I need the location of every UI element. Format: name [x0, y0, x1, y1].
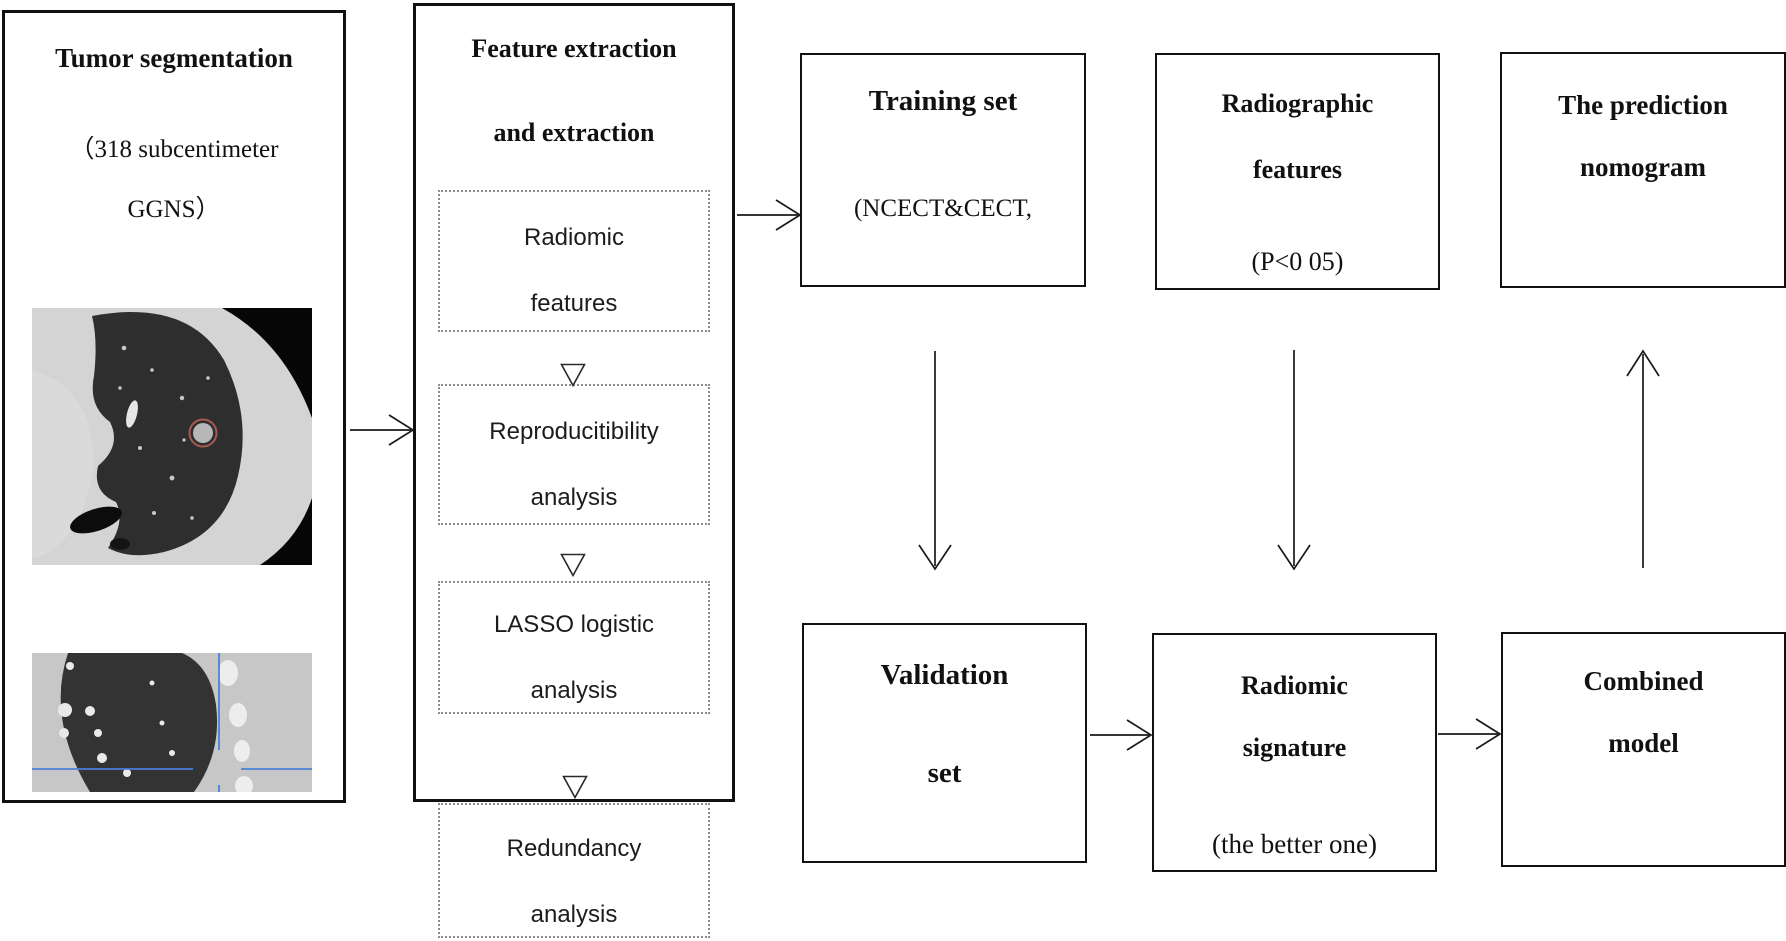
step-redundancy-analysis: Redundancy analysis — [438, 803, 710, 938]
arrow-signature-to-combined — [1438, 718, 1502, 750]
tumor-box-subtitle-line1: （318 subcentimeter — [69, 136, 279, 163]
combined-box-line2: model — [1608, 728, 1679, 758]
radiomic-signature-box: Radiomic signature (the better one) — [1152, 633, 1437, 872]
training-box-subtitle: (NCECT&CECT, — [853, 195, 1032, 222]
nomogram-box-line1: The prediction — [1558, 90, 1728, 120]
radiographic-box-line2: features — [1252, 155, 1343, 184]
tumor-segmentation-box: Tumor segmentation （318 subcentimeter GG… — [2, 10, 346, 803]
tumor-box-title: Tumor segmentation — [55, 43, 293, 73]
signature-box-line1: Radiomic — [1241, 671, 1348, 700]
coronal-ct-image — [32, 653, 312, 792]
feature-box-title-line2: and extraction — [493, 118, 655, 147]
combined-model-box: Combined model — [1501, 632, 1786, 867]
nodule-marker-circle — [188, 418, 218, 448]
step-lasso-logistic-analysis: LASSO logistic analysis — [438, 581, 710, 714]
validation-box-line2: set — [927, 757, 962, 789]
arrow-feature-to-training — [737, 199, 802, 231]
signature-box-line3: (the better one) — [1212, 829, 1377, 859]
step-line: Reproducitibility — [489, 418, 659, 445]
step-line: LASSO logistic — [493, 611, 655, 638]
down-triangle-connector-icon — [560, 363, 586, 387]
down-triangle-connector-icon — [562, 775, 588, 799]
step-line: Radiomic — [523, 224, 625, 251]
training-set-box: Training set (NCECT&CECT, — [800, 53, 1086, 287]
nomogram-box-line2: nomogram — [1580, 152, 1706, 182]
feature-extraction-box: Feature extraction and extraction — [413, 3, 735, 802]
arrow-training-to-validation — [918, 351, 952, 571]
arrow-radiographic-to-signature — [1277, 350, 1311, 571]
feature-box-title-line1: Feature extraction — [471, 34, 677, 63]
axial-ct-image — [32, 308, 312, 565]
arrow-tumor-to-feature — [350, 414, 415, 446]
step-line: features — [530, 290, 618, 317]
step-line: analysis — [530, 901, 618, 928]
radiographic-features-box: Radiographic features (P<0 05) — [1155, 53, 1440, 290]
arrow-validation-to-signature — [1090, 719, 1153, 751]
crosshair-icon — [32, 653, 312, 792]
step-line: Redundancy — [506, 835, 642, 862]
lung-nodule — [193, 423, 213, 443]
combined-box-line1: Combined — [1583, 666, 1704, 696]
step-reproducibility-analysis: Reproducitibility analysis — [438, 384, 710, 525]
step-radiomic-features: Radiomic features — [438, 190, 710, 332]
prediction-nomogram-box: The prediction nomogram — [1500, 52, 1786, 288]
radiographic-box-line1: Radiographic — [1221, 89, 1374, 118]
tumor-box-subtitle-line2: GGNS） — [127, 196, 221, 223]
arrow-combined-to-nomogram — [1626, 349, 1660, 568]
training-box-title: Training set — [868, 85, 1018, 117]
signature-box-line2: signature — [1242, 733, 1347, 762]
down-triangle-connector-icon — [560, 553, 586, 577]
validation-box-line1: Validation — [880, 659, 1009, 691]
validation-set-box: Validation set — [802, 623, 1087, 863]
radiographic-box-line3: (P<0 05) — [1251, 247, 1344, 276]
step-line: analysis — [530, 484, 618, 511]
step-line: analysis — [530, 677, 618, 704]
